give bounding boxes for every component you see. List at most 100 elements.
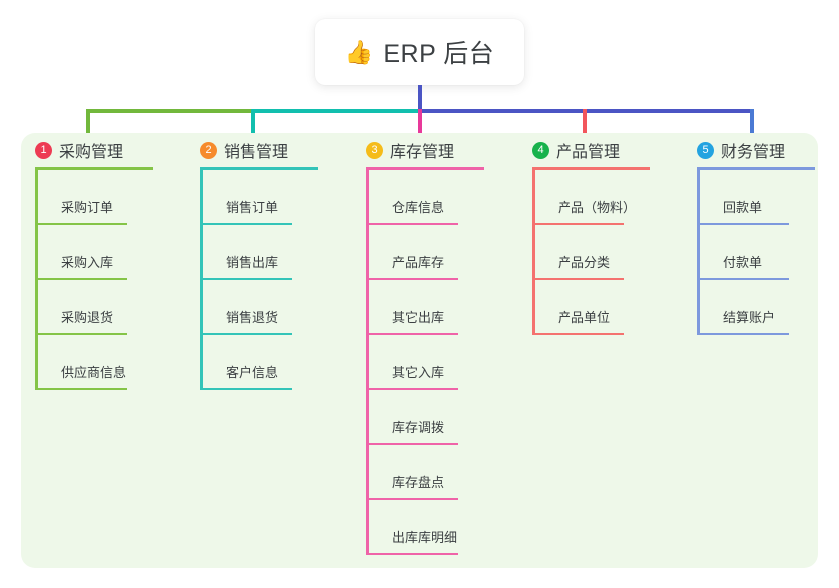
module-column-product: 4 产品管理产品（物料） 产品分类产品单位 (525, 133, 690, 335)
module-item-rule (366, 223, 458, 225)
module-title: 库存管理 (390, 144, 455, 161)
module-item[interactable]: 供应商信息 (35, 335, 193, 390)
modules-panel: 1 采购管理采购订单采购入库采购退货供应商信息 2 销售管理销售订单销售出库销售退货客… (21, 133, 818, 568)
module-item-label: 库存盘点 (392, 475, 445, 490)
module-header-purchase[interactable]: 1 采购管理 (28, 133, 193, 167)
module-item-rule (366, 333, 458, 335)
module-item-rule (366, 443, 458, 445)
connector-segment-teal (251, 109, 419, 113)
module-header-rule (697, 167, 815, 170)
connector-drop-product (583, 109, 587, 145)
module-header-rule (532, 167, 650, 170)
root-node[interactable]: 👍 ERP 后台 (315, 19, 524, 85)
connector-drop-purchase (86, 109, 90, 145)
module-item-label: 客户信息 (226, 365, 279, 380)
module-item[interactable]: 销售出库 (200, 225, 358, 280)
module-item-label: 产品（物料） (558, 200, 637, 215)
module-item-label: 回款单 (723, 200, 763, 215)
module-item[interactable]: 产品库存 (366, 225, 524, 280)
module-header-product[interactable]: 4 产品管理 (525, 133, 690, 167)
module-item[interactable]: 客户信息 (200, 335, 358, 390)
module-stem-line (366, 170, 369, 555)
module-stem-line (35, 170, 38, 390)
module-item[interactable]: 销售退货 (200, 280, 358, 335)
module-header-rule (35, 167, 153, 170)
module-title: 采购管理 (59, 144, 124, 161)
module-item-label: 采购退货 (61, 310, 114, 325)
module-item[interactable]: 采购订单 (35, 170, 193, 225)
module-number-badge: 2 (200, 141, 217, 159)
module-item-rule (697, 333, 789, 335)
module-item-label: 供应商信息 (61, 365, 127, 380)
connector-drop-inventory (418, 109, 422, 145)
module-item[interactable]: 采购入库 (35, 225, 193, 280)
module-title: 销售管理 (224, 144, 289, 161)
module-item[interactable]: 库存调拨 (366, 390, 524, 445)
module-item-label: 销售订单 (226, 200, 279, 215)
module-item-label: 其它出库 (392, 310, 445, 325)
module-item[interactable]: 回款单 (697, 170, 839, 225)
module-item[interactable]: 产品分类 (532, 225, 690, 280)
module-item-rule (35, 388, 127, 390)
module-item-label: 库存调拨 (392, 420, 445, 435)
module-item-label: 出库库明细 (392, 530, 458, 545)
module-item-rule (366, 388, 458, 390)
connector-drop-finance (750, 109, 754, 145)
connector-drop-sales (251, 109, 255, 145)
module-item-label: 产品单位 (558, 310, 611, 325)
module-item[interactable]: 产品单位 (532, 280, 690, 335)
module-header-inventory[interactable]: 3 库存管理 (359, 133, 524, 167)
module-column-inventory: 3 库存管理仓库信息产品库存其它出库其它入库库存调拨库存盘点出库库明细 (359, 133, 524, 555)
module-header-sales[interactable]: 2 销售管理 (193, 133, 358, 167)
module-stem-line (532, 170, 535, 335)
module-item-label: 结算账户 (723, 310, 776, 325)
module-number-badge: 1 (35, 141, 52, 159)
module-item-label: 产品库存 (392, 255, 445, 270)
module-item-rule (200, 278, 292, 280)
module-item-rule (200, 223, 292, 225)
module-item-label: 仓库信息 (392, 200, 445, 215)
module-column-purchase: 1 采购管理采购订单采购入库采购退货供应商信息 (28, 133, 193, 390)
module-item-label: 付款单 (723, 255, 763, 270)
module-item-label: 采购订单 (61, 200, 114, 215)
module-item-list: 产品（物料） 产品分类产品单位 (532, 170, 690, 335)
module-item-rule (697, 278, 789, 280)
module-item-rule (35, 333, 127, 335)
module-item-label: 其它入库 (392, 365, 445, 380)
module-item-rule (532, 223, 624, 225)
module-item-list: 采购订单采购入库采购退货供应商信息 (35, 170, 193, 390)
module-item[interactable]: 销售订单 (200, 170, 358, 225)
module-item-label: 采购入库 (61, 255, 114, 270)
module-item-rule (366, 498, 458, 500)
module-item[interactable]: 出库库明细 (366, 500, 524, 555)
module-item-rule (532, 278, 624, 280)
module-item-rule (35, 223, 127, 225)
module-item-list: 销售订单销售出库销售退货客户信息 (200, 170, 358, 390)
module-item[interactable]: 采购退货 (35, 280, 193, 335)
module-item[interactable]: 仓库信息 (366, 170, 524, 225)
connector-root-drop (418, 85, 422, 111)
module-item[interactable]: 其它入库 (366, 335, 524, 390)
module-item[interactable]: 产品（物料） (532, 170, 690, 225)
module-item[interactable]: 其它出库 (366, 280, 524, 335)
module-header-rule (366, 167, 484, 170)
module-item[interactable]: 库存盘点 (366, 445, 524, 500)
thumbs-up-icon: 👍 (344, 38, 374, 65)
module-column-sales: 2 销售管理销售订单销售出库销售退货客户信息 (193, 133, 358, 390)
module-number-badge: 4 (532, 141, 549, 159)
module-title: 产品管理 (556, 144, 621, 161)
module-item-rule (35, 278, 127, 280)
connector-segment-green (86, 109, 252, 113)
module-item-list: 回款单付款单结算账户 (697, 170, 839, 335)
module-item-list: 仓库信息产品库存其它出库其它入库库存调拨库存盘点出库库明细 (366, 170, 524, 555)
module-number-badge: 3 (366, 141, 383, 159)
module-item[interactable]: 结算账户 (697, 280, 839, 335)
module-item-rule (532, 333, 624, 335)
module-item-rule (200, 388, 292, 390)
module-title: 财务管理 (721, 144, 786, 161)
module-item-label: 产品分类 (558, 255, 611, 270)
module-item-label: 销售退货 (226, 310, 279, 325)
module-item[interactable]: 付款单 (697, 225, 839, 280)
